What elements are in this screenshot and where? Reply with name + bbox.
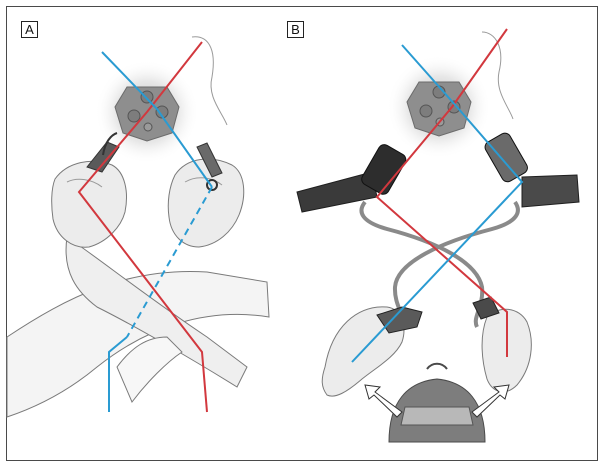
panel-a: A [7,7,277,460]
right-gloved-hand [168,159,243,247]
left-view-arrow [365,385,402,417]
right-scope-collar [483,131,530,184]
port-hole-bottom [144,123,152,131]
right-scope-shaft [522,175,579,207]
figure-frame: A [6,6,598,461]
right-light-cable [395,202,518,327]
panel-b: B [277,7,599,460]
panel-a-illustration [7,7,277,462]
port-hole-top [141,91,153,103]
port-hole-left [128,110,140,122]
headset-top [427,364,447,369]
surgeon-goggles [401,407,473,425]
port-hole-left [420,105,432,117]
panel-b-illustration [277,7,599,462]
right-view-arrow [472,385,509,417]
